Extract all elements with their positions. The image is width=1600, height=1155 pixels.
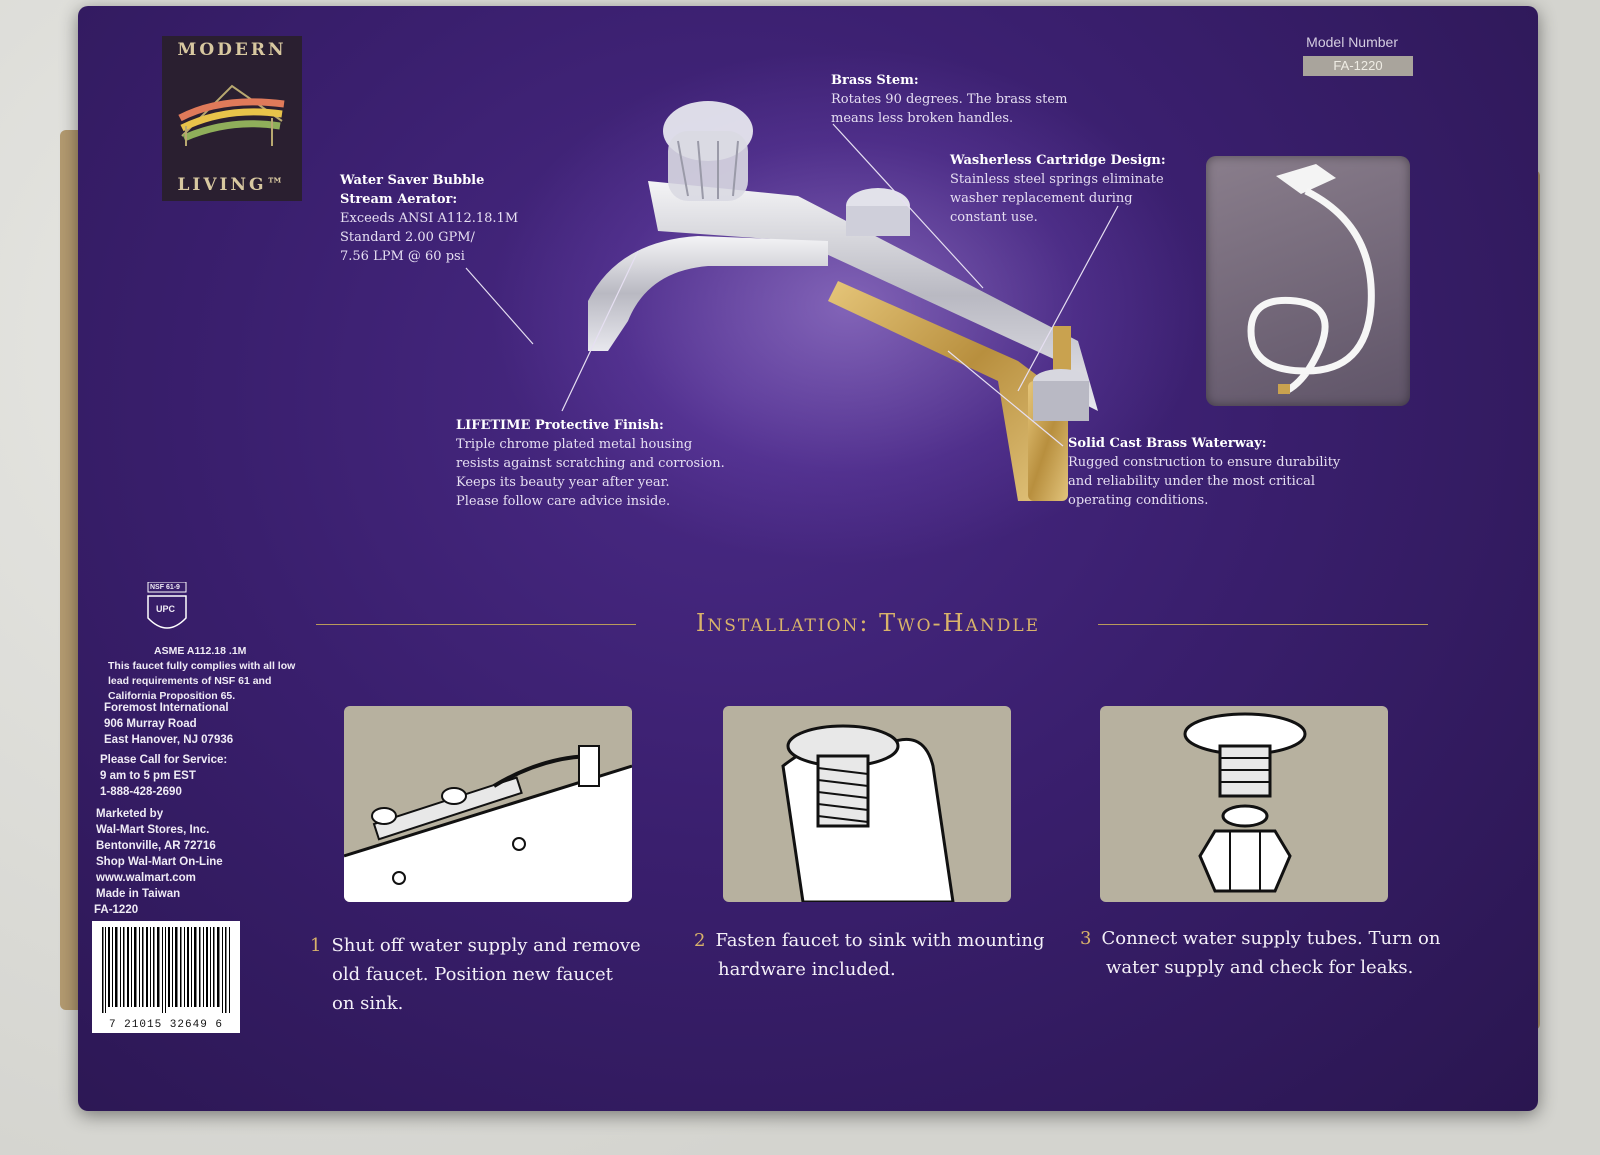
callout-cartridge-line: constant use. [950,210,1038,225]
callout-waterway-title: Solid Cast Brass Waterway: [1068,436,1267,451]
company-address: Foremost International 906 Murray Road E… [104,700,233,748]
step-line: hardware included. [718,959,896,980]
marketed-line: www.walmart.com [96,872,196,884]
step-line: water supply and check for leaks. [1106,957,1414,978]
callout-finish-line: resists against scratching and corrosion… [456,456,725,471]
service-line: 1-888-428-2690 [100,786,182,798]
product-box-back: MODERN LIVING™ Model Number FA-1220 [78,6,1538,1111]
upc-certification-badge: NSF 61-9 UPC [142,581,192,644]
asme-line: California Proposition 65. [108,690,236,702]
model-number-value: FA-1220 [1303,56,1413,76]
installation-title: Installation: Two-Handle [695,609,1041,637]
step-3-text: 3 Connect water supply tubes. Turn on wat… [1080,924,1440,982]
asme-line: ASME A112.18 .1M [154,645,247,657]
installation-rule-left [316,624,636,625]
callout-stem-line: Rotates 90 degrees. The brass stem [831,92,1068,107]
service-line: 9 am to 5 pm EST [100,770,196,782]
marketed-line: Wal-Mart Stores, Inc. [96,824,210,836]
callout-cartridge-line: washer replacement during [950,191,1133,206]
step-2-illustration [723,706,1011,902]
callout-waterway-line: Rugged construction to ensure durability [1068,455,1341,470]
step-2-text: 2 Fasten faucet to sink with mounting har… [694,926,1044,984]
callout-finish-line: Keeps its beauty year after year. [456,475,670,490]
callout-aerator-line: Exceeds ANSI A112.18.1M [340,211,519,226]
callout-brass-stem: Brass Stem: Rotates 90 degrees. The bras… [831,71,1067,128]
step-number: 2 [694,930,706,951]
step-1-text: 1 Shut off water supply and remove old fa… [310,931,641,1018]
step-number: 1 [310,935,322,956]
barcode-bars [102,927,230,1013]
callout-aerator-line: 7.56 LPM @ 60 psi [340,249,465,264]
sprayer-hose-icon [1247,164,1375,395]
step-line: old faucet. Position new faucet [332,964,613,985]
asme-line: lead requirements of NSF 61 and [108,675,272,687]
asme-line: This faucet fully complies with all low [108,660,296,672]
upc-mark: UPC [156,604,176,614]
callout-stem-title: Brass Stem: [831,73,919,88]
house-stripes-icon [178,84,285,146]
callout-aerator-title1: Water Saver Bubble [340,173,485,188]
marketed-by-info: Marketed by Wal-Mart Stores, Inc. Benton… [96,806,223,902]
callout-stem-line: means less broken handles. [831,111,1014,126]
callout-waterway-line: and reliability under the most critical [1068,474,1315,489]
marketed-line: Shop Wal-Mart On-Line [96,856,223,868]
callout-waterway-line: operating conditions. [1068,493,1209,508]
callout-waterway: Solid Cast Brass Waterway: Rugged constr… [1068,434,1340,510]
callout-cartridge-title: Washerless Cartridge Design: [950,153,1166,168]
service-line: Please Call for Service: [100,754,228,766]
brand-logo: MODERN LIVING™ [162,36,302,201]
model-number-label: Model Number [1306,34,1398,50]
step-line: Fasten faucet to sink with mounting [715,930,1045,951]
callout-cartridge: Washerless Cartridge Design: Stainless s… [950,151,1166,227]
step-number: 3 [1080,928,1092,949]
callout-finish-title: LIFETIME Protective Finish: [456,418,664,433]
asme-compliance-text: ASME A112.18 .1M This faucet fully compl… [108,644,295,704]
callout-aerator-line: Standard 2.00 GPM/ [340,230,475,245]
callout-aerator: Water Saver Bubble Stream Aerator: Excee… [340,171,518,266]
address-line: East Hanover, NJ 07936 [104,734,234,746]
barcode-digits: 7 21015 32649 6 [108,1019,224,1031]
callout-aerator-title2: Stream Aerator: [340,192,458,207]
address-line: Foremost International [104,702,229,714]
step-line: Connect water supply tubes. Turn on [1101,928,1441,949]
callout-finish-line: Please follow care advice inside. [456,494,671,509]
marketed-line: Bentonville, AR 72716 [96,840,216,852]
marketed-line: Marketed by [96,808,164,820]
callout-leader-lines [465,123,1119,447]
service-info: Please Call for Service: 9 am to 5 pm ES… [100,752,227,800]
step-1-illustration [344,706,632,902]
callout-cartridge-line: Stainless steel springs eliminate [950,172,1164,187]
nsf-mark: NSF 61-9 [150,584,180,591]
step-line: Shut off water supply and remove [331,935,641,956]
step-line: on sink. [332,993,404,1014]
marketed-line: Made in Taiwan [96,888,181,900]
address-line: 906 Murray Road [104,718,197,730]
brand-line2: LIVING™ [177,175,287,195]
callout-finish: LIFETIME Protective Finish: Triple chrom… [456,416,725,511]
callout-finish-line: Triple chrome plated metal housing [456,437,693,452]
product-code: FA-1220 [94,904,139,916]
faucet-cutaway-image [588,101,1098,501]
side-sprayer-image [1206,156,1410,406]
brand-line1: MODERN [177,40,287,60]
upc-barcode: 7 21015 32649 6 [92,921,240,1033]
installation-rule-right [1098,624,1428,625]
step-3-illustration [1100,706,1388,902]
